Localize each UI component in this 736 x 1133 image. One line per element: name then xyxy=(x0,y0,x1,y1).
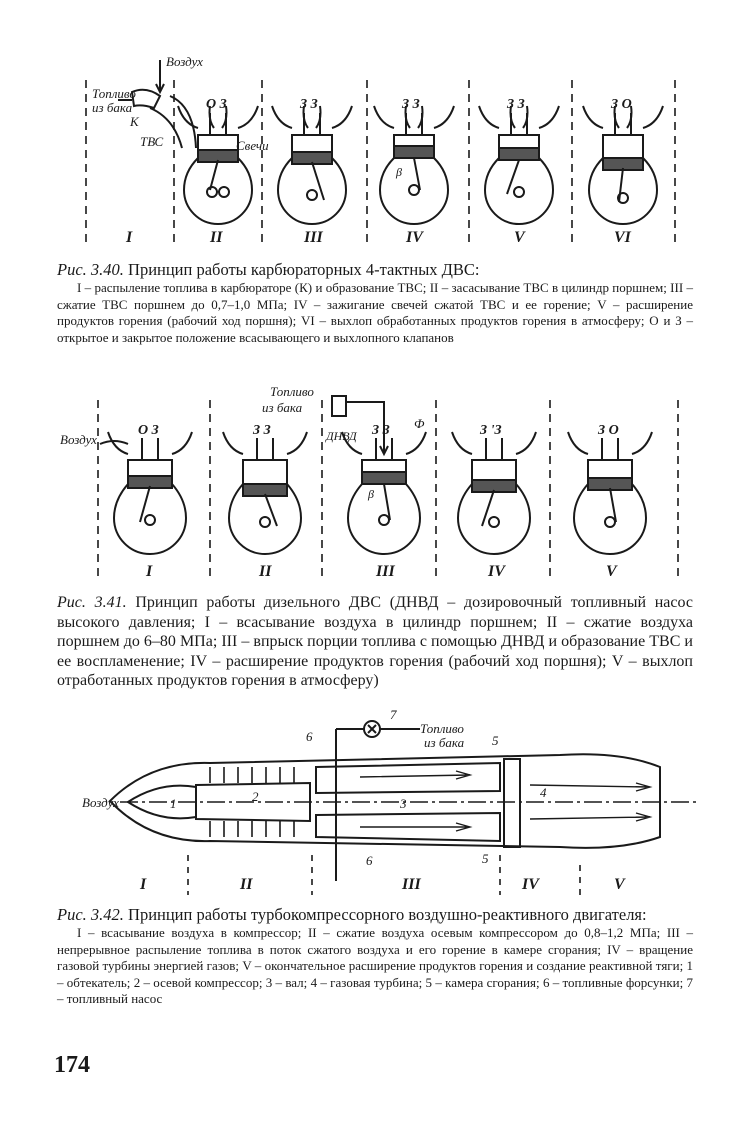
stroke-separators xyxy=(86,80,675,248)
valve-state-iii: З З xyxy=(299,97,318,112)
stroke-label-iv: IV xyxy=(405,229,424,246)
caption-3-41-body: Принцип работы дизельного ДВС (ДНВД – до… xyxy=(57,594,693,689)
stroke-label-ii: II xyxy=(258,563,272,580)
zone-label-ii: II xyxy=(239,876,253,893)
engine-casing xyxy=(110,754,660,848)
zone-label-iii: III xyxy=(401,876,421,893)
label-fuel-1: Топливо xyxy=(92,86,136,101)
caption-3-40-heading: Рис. 3.40. Принцип работы карбюраторных … xyxy=(57,260,693,280)
num-5-top: 5 xyxy=(492,733,499,748)
caption-3-42-title: Принцип работы турбокомпрессорного возду… xyxy=(128,905,647,924)
figure-3-42-drawing: Воздух Топливо из бака 1 2 3 4 5 5 6 6 7… xyxy=(0,705,736,900)
label-fuel-1: Топливо xyxy=(420,721,464,736)
caption-3-40-number: Рис. 3.40. xyxy=(57,260,124,279)
label-fuel-1: Топливо xyxy=(270,384,314,399)
caption-3-41-number: Рис. 3.41. xyxy=(57,594,127,611)
valve-state-v: З З xyxy=(506,97,525,112)
engine-cylinder xyxy=(479,106,559,224)
label-plugs: Свечи xyxy=(236,138,269,153)
label-fuel-2: из бака xyxy=(424,735,465,750)
engine-cylinder xyxy=(272,106,352,224)
valve-state-iii: З З xyxy=(371,423,390,438)
stroke-label-v: V xyxy=(606,563,618,580)
engine-cylinder xyxy=(108,432,192,554)
label-fuel-2: из бака xyxy=(262,400,303,415)
caption-3-42-number: Рис. 3.42. xyxy=(57,905,124,924)
stroke-label-i: I xyxy=(145,563,153,580)
label-fuel-2: из бака xyxy=(92,100,133,115)
stroke-label-i: I xyxy=(125,229,133,246)
engine-cylinder xyxy=(223,432,307,554)
stroke-label-vi: VI xyxy=(614,229,632,246)
figure-3-41: Топливо из бака ДНВД Ф Воздух β О З З З … xyxy=(0,380,736,590)
valve-state-i: О З xyxy=(138,423,159,438)
caption-3-40: Рис. 3.40. Принцип работы карбюраторных … xyxy=(57,260,693,346)
label-dnvd: ДНВД xyxy=(325,429,358,443)
zone-label-v: V xyxy=(614,876,626,893)
caption-3-41: Рис. 3.41. Принцип работы дизельного ДВС… xyxy=(57,593,693,691)
zone-label-i: I xyxy=(139,876,147,893)
valve-state-iv: З З xyxy=(401,97,420,112)
label-beta: β xyxy=(395,165,402,179)
valve-state-v: З О xyxy=(597,423,619,438)
combustion-chamber-top xyxy=(316,763,500,793)
num-5-bottom: 5 xyxy=(482,851,489,866)
stroke-label-iii: III xyxy=(303,229,323,246)
num-2: 2 xyxy=(252,789,259,804)
engine-cylinder xyxy=(178,106,258,224)
gas-turbine-4 xyxy=(504,759,520,847)
label-carburettor-k: К xyxy=(129,114,140,129)
zone-label-iv: IV xyxy=(521,876,540,893)
stroke-label-iii: III xyxy=(375,563,395,580)
figure-3-42: Воздух Топливо из бака 1 2 3 4 5 5 6 6 7… xyxy=(0,705,736,900)
label-air: Воздух xyxy=(166,54,203,69)
fuel-line xyxy=(336,729,420,881)
engine-cylinder xyxy=(374,106,454,224)
caption-3-41-text: Рис. 3.41. Принцип работы дизельного ДВС… xyxy=(57,593,693,691)
valve-state-vi: З О xyxy=(610,97,632,112)
engine-cylinder xyxy=(452,432,536,554)
valve-state-iv: З 'З xyxy=(479,423,502,438)
label-f: Ф xyxy=(414,416,425,431)
page-number: 174 xyxy=(54,1052,90,1079)
valve-state-ii: О З xyxy=(206,97,227,112)
caption-3-42-heading: Рис. 3.42. Принцип работы турбокомпрессо… xyxy=(57,905,693,925)
engine-cylinder xyxy=(583,106,663,224)
num-6-bottom: 6 xyxy=(366,853,373,868)
label-air: Воздух xyxy=(82,795,119,810)
engine-cylinder xyxy=(568,432,652,554)
num-1: 1 xyxy=(170,796,177,811)
stroke-label-v: V xyxy=(514,229,526,246)
label-beta: β xyxy=(367,487,374,501)
num-6-top: 6 xyxy=(306,729,313,744)
stroke-label-ii: II xyxy=(209,229,223,246)
caption-3-40-title: Принцип работы карбюраторных 4-тактных Д… xyxy=(128,260,480,279)
label-air: Воздух xyxy=(60,432,97,447)
num-4: 4 xyxy=(540,785,547,800)
caption-3-42: Рис. 3.42. Принцип работы турбокомпрессо… xyxy=(57,905,693,1008)
label-tvs: ТВС xyxy=(140,134,164,149)
num-3: 3 xyxy=(399,796,407,811)
valve-state-ii: З З xyxy=(252,423,271,438)
caption-3-40-body: I – распыление топлива в карбюраторе (К)… xyxy=(57,280,693,346)
figure-3-41-drawing: Топливо из бака ДНВД Ф Воздух β О З З З … xyxy=(0,380,736,590)
stroke-label-iv: IV xyxy=(487,563,506,580)
num-7: 7 xyxy=(390,707,397,722)
caption-3-42-body: I – всасывание воздуха в компрессор; II … xyxy=(57,925,693,1008)
figure-3-40-drawing: Воздух Топливо из бака К ТВС Свечи β О З… xyxy=(0,40,736,260)
figure-3-40: Воздух Топливо из бака К ТВС Свечи β О З… xyxy=(0,40,736,260)
